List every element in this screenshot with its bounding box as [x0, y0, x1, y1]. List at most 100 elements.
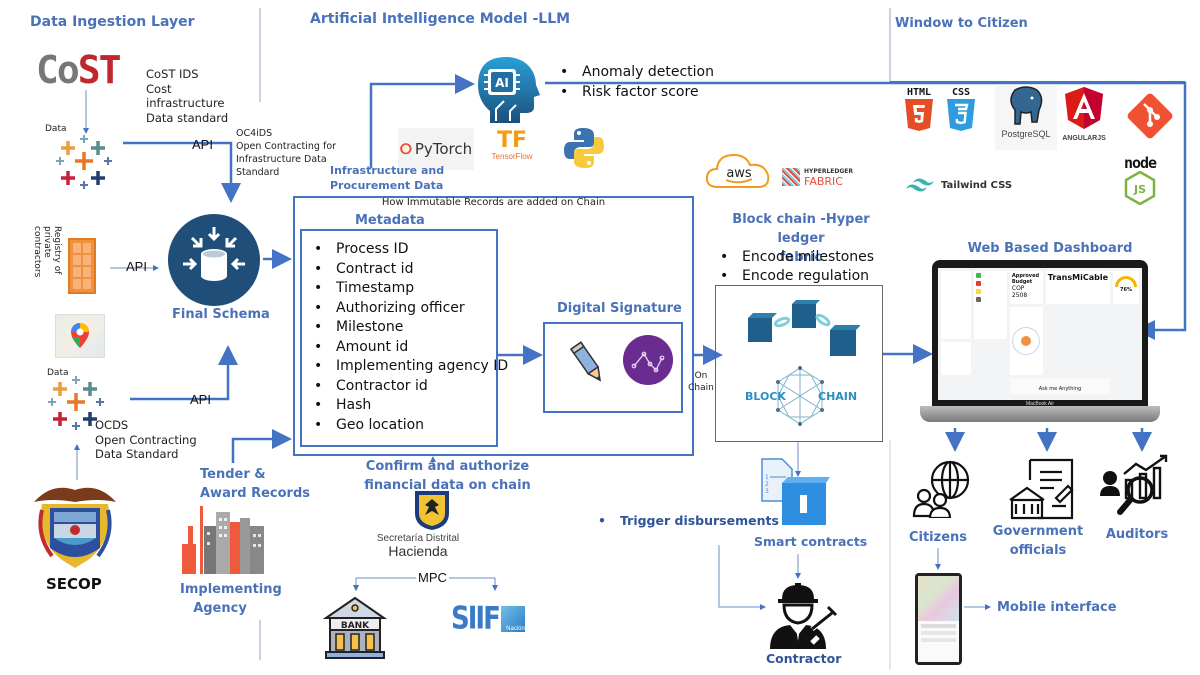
- cost-logo: CoST: [36, 48, 122, 92]
- postgresql-label: PostgreSQL: [1001, 129, 1051, 139]
- confirm-line: Confirm and authorize: [365, 459, 530, 474]
- tailwind-label: Tailwind CSS: [941, 179, 1013, 191]
- audience-label-citizens: Citizens: [908, 530, 968, 545]
- trigger-list: • Trigger disbursements: [598, 513, 779, 528]
- map-pin-icon: [71, 323, 89, 348]
- secop-label: SECOP: [46, 575, 102, 593]
- google-maps-icon: [55, 314, 105, 358]
- tensorflow-label: TensorFlow: [491, 152, 533, 161]
- hyperledger-label: HYPERLEDGER: [804, 168, 854, 175]
- cost-logo-st: ST: [77, 48, 122, 92]
- bullet: •: [598, 513, 606, 528]
- cost-desc-line: Cost: [146, 81, 172, 96]
- smart-contract-icon: 123: [761, 458, 830, 525]
- ask-ai-card[interactable]: Ask me Anything: [1009, 378, 1110, 394]
- angular-icon: [1065, 87, 1103, 129]
- metadata-title: Metadata: [355, 213, 425, 228]
- ocds-line: Open Contracting: [95, 432, 197, 447]
- blockchain-item: Encode milestones: [718, 248, 874, 267]
- final-schema-label: Final Schema: [172, 307, 270, 322]
- blockchain-items: Encode milestones Encode regulation: [718, 248, 874, 286]
- city-buildings-icon: [182, 506, 264, 574]
- aws-icon: aws: [705, 153, 770, 188]
- metadata-list: Process ID Contract id Timestamp Authori…: [312, 240, 508, 435]
- ocds-description: OCDS Open Contracting Data Standard: [95, 418, 197, 462]
- oc4ids-line: Open Contracting for: [236, 141, 337, 152]
- svg-text:2: 2: [765, 481, 769, 488]
- hyperledger-icon: [782, 168, 800, 186]
- colombia-coat-of-arms-icon: [34, 487, 116, 568]
- data-label: Data: [45, 124, 67, 134]
- project-card: TransMiCable: [1045, 271, 1110, 304]
- oc4ids-description: OC4iDS Open Contracting for Infrastructu…: [236, 127, 336, 179]
- tender-records-label: Tender & Award Records: [200, 465, 310, 503]
- pencil-icon: [570, 341, 602, 382]
- api-label: API: [190, 392, 211, 407]
- bogota-shield-icon: [415, 491, 449, 530]
- contractor-label: Contractor: [766, 651, 842, 666]
- html5-logo: HTML: [903, 87, 935, 137]
- digital-signature-box: [543, 322, 683, 413]
- cost-desc-line: infrastructure: [146, 96, 225, 110]
- cost-desc-line: CoST IDS: [146, 67, 199, 81]
- svg-text:1: 1: [765, 474, 769, 481]
- metadata-item: Implementing agency ID: [312, 357, 508, 377]
- trigger-label: Trigger disbursements: [620, 513, 779, 528]
- css-label: CSS: [951, 87, 971, 98]
- infra-line: Procurement Data: [330, 179, 444, 192]
- tensorflow-logo: TF TensorFlow: [488, 128, 536, 162]
- on-chain-label: On Chain: [688, 370, 714, 394]
- metadata-item: Milestone: [312, 318, 508, 338]
- infra-data-label: Infrastructure and Procurement Data: [330, 163, 444, 193]
- contractor-worker-icon: [770, 583, 838, 649]
- laptop-base: MacBook Air: [920, 401, 1160, 422]
- blockchain-title-line: Block chain -Hyper ledger: [732, 212, 870, 246]
- secretaria-label: Secretaría Distrital: [376, 533, 460, 544]
- svg-text:JS: JS: [1133, 183, 1146, 196]
- tensorflow-tf-icon: TF: [496, 128, 528, 153]
- ai-outputs-list: Anomaly detection Risk factor score: [558, 63, 714, 102]
- digital-signature-title: Digital Signature: [557, 301, 682, 316]
- blockchain-image-box: [715, 285, 883, 442]
- ask-anything-label: Ask me Anything: [1038, 386, 1082, 392]
- on-chain-line: On: [694, 371, 708, 381]
- tailwind-icon: [906, 178, 934, 192]
- gauge-icon: [1115, 276, 1137, 287]
- html5-icon: [905, 99, 933, 131]
- metadata-item: Authorizing officer: [312, 299, 508, 319]
- implementing-agency-label: Implementing Agency: [180, 580, 282, 618]
- nodejs-logo: node JS: [1118, 156, 1162, 210]
- nodejs-hexagon-icon: JS: [1124, 170, 1156, 206]
- gauge-value: 76%: [1120, 287, 1132, 293]
- tableau-icon: [56, 135, 112, 189]
- gauge-card: 76%: [1113, 271, 1139, 304]
- aws-label: aws: [726, 166, 752, 181]
- ai-title: Artificial Intelligence Model -LLM: [310, 11, 571, 27]
- bank-icon: BANK: [322, 596, 388, 659]
- data-label: Data: [47, 368, 69, 378]
- laptop-frame: Approved Budget COP 2508 TransMiCable 76…: [932, 260, 1148, 406]
- siif-nacion-label: Nación: [500, 606, 525, 632]
- git-icon: [1127, 93, 1173, 139]
- fabric-label: FABRIC: [804, 175, 843, 188]
- blockchain-item: Encode regulation: [718, 267, 874, 286]
- blockchain-network-icon: [776, 366, 824, 426]
- immutable-records-box: [293, 196, 694, 456]
- ai-output-item: Anomaly detection: [558, 63, 714, 83]
- metadata-item: Contractor id: [312, 377, 508, 397]
- final-schema-icon: [168, 214, 260, 306]
- citizens-globe-icon: [912, 460, 970, 518]
- metadata-item: Hash: [312, 396, 508, 416]
- mpc-label: MPC: [416, 570, 449, 585]
- trigger-item: • Trigger disbursements: [598, 513, 779, 528]
- budget-situation-card: [1009, 306, 1043, 375]
- tender-line: Tender &: [200, 467, 266, 482]
- pytorch-label: PyTorch: [414, 140, 473, 158]
- tableau-icon: [48, 376, 104, 430]
- dashboard-screen: Approved Budget COP 2508 TransMiCable 76…: [938, 268, 1142, 400]
- node-label: node: [1123, 154, 1157, 172]
- laptop-label: MacBook Air: [1025, 401, 1055, 407]
- immutable-records-caption: How Immutable Records are added on Chain: [381, 197, 606, 208]
- angularjs-logo: ANGULARJS: [1058, 86, 1110, 142]
